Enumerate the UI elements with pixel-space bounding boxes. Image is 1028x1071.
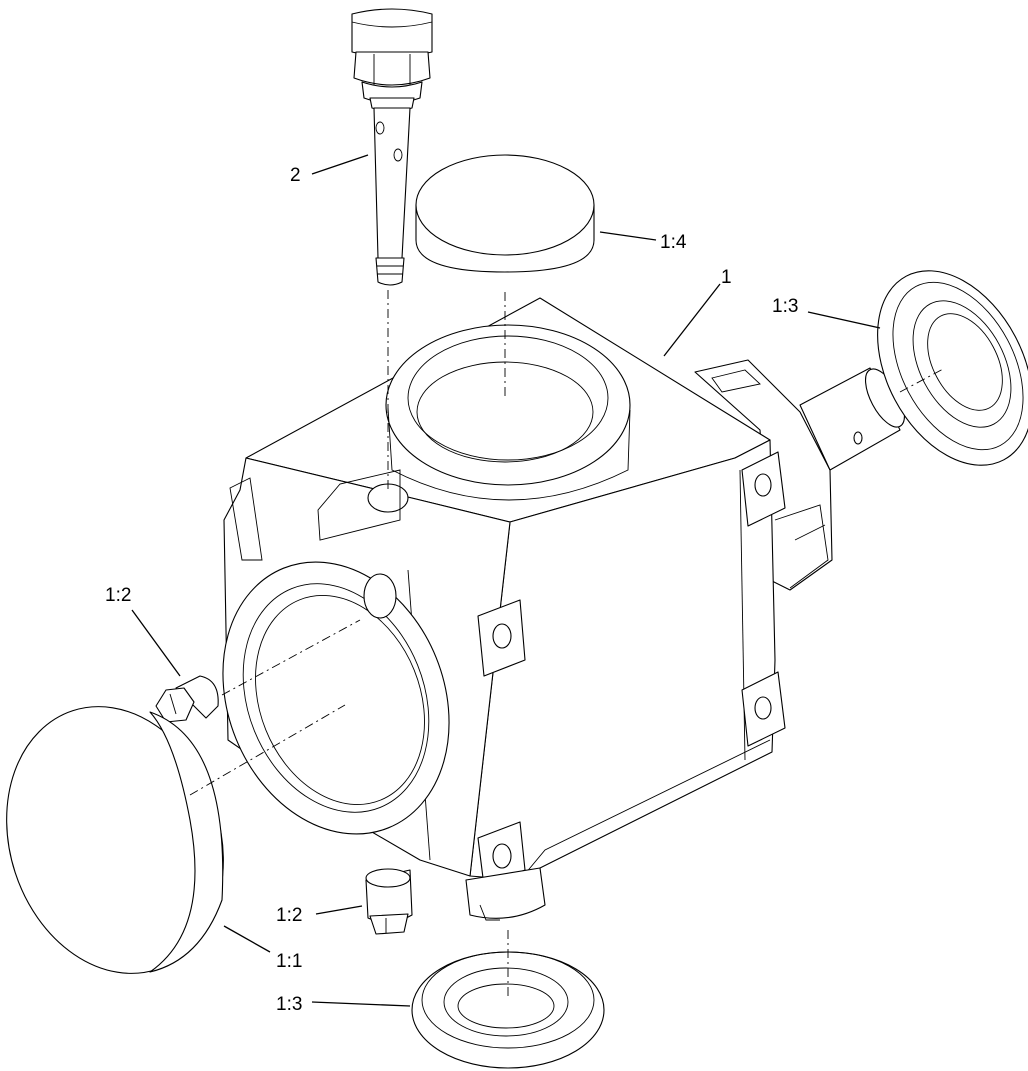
dipstick-breather [351,8,433,490]
leader-1-4 [599,231,657,241]
leader-1-2-bottom [315,905,363,915]
oil-seal-bottom [411,930,605,1069]
leader-1-3-top [807,311,881,329]
callout-1-2-bottom: 1:2 [276,905,302,926]
leader-1-2-left [131,609,181,677]
callout-1-2-left: 1:2 [105,585,131,606]
oil-seal-right [877,270,1028,466]
callout-1-4: 1:4 [660,232,687,253]
leader-1-3-bottom [311,1001,411,1007]
leader-1-1 [223,925,271,953]
callout-1: 1 [721,267,732,288]
front-cover-plug [6,704,346,974]
callout-1-3-top: 1:3 [772,296,798,317]
mounting-lug-front-middle [477,599,526,677]
gearbox-housing [222,297,833,921]
callout-labels: 2 1:4 1 1:3 1:2 1:2 1:1 1:3 [105,165,798,1015]
mounting-lug-upper-right [741,451,786,527]
leader-2 [311,154,369,175]
leader-1 [663,283,721,357]
leader-lines [131,154,881,1007]
mounting-lug-lower-right [741,671,786,747]
callout-1-3-bottom: 1:3 [276,994,302,1015]
callout-2: 2 [290,165,301,186]
top-cover-plug [415,154,595,400]
callout-1-1: 1:1 [276,951,302,972]
drain-plug-bottom [365,868,413,935]
